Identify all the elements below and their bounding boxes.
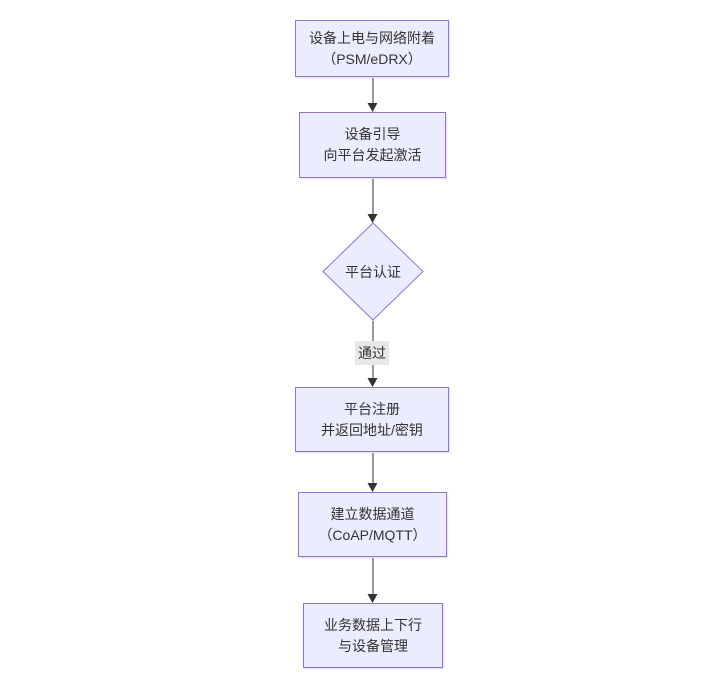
arrow-line	[372, 179, 373, 215]
arrowhead-down-icon	[367, 594, 377, 603]
arrow-line	[372, 453, 373, 484]
node-platform-register: 平台注册 并返回地址/密钥	[295, 387, 449, 452]
arrow-line	[372, 558, 373, 595]
arrowhead-down-icon	[367, 483, 377, 492]
arrowhead-down-icon	[367, 103, 377, 112]
node-label-line: （PSM/eDRX）	[322, 50, 422, 67]
node-business-data-management: 业务数据上下行 与设备管理	[303, 603, 443, 668]
node-device-power-on-attach: 设备上电与网络附着 （PSM/eDRX）	[295, 20, 449, 77]
node-data-channel: 建立数据通道 （CoAP/MQTT）	[298, 492, 447, 557]
arrow-channel-to-business	[367, 558, 378, 603]
arrowhead-down-icon	[367, 378, 377, 387]
arrow-bootstrap-to-auth	[367, 179, 378, 223]
edge-label-pass: 通过	[355, 341, 389, 365]
node-label-line: 并返回地址/密钥	[321, 421, 423, 438]
arrowhead-down-icon	[367, 214, 377, 223]
arrow-register-to-channel	[367, 453, 378, 492]
node-label-line: 建立数据通道	[330, 505, 415, 522]
diamond-shape	[322, 222, 424, 321]
node-label-line: （CoAP/MQTT）	[318, 526, 427, 543]
node-label-line: 设备上电与网络附着	[309, 29, 435, 46]
node-device-bootstrap: 设备引导 向平台发起激活	[299, 112, 446, 178]
arrow-line	[372, 78, 373, 104]
node-label-line: 设备引导	[344, 126, 401, 142]
node-label-line: 平台认证	[345, 263, 401, 280]
node-label-line: 平台注册	[344, 400, 400, 417]
arrow-power-to-bootstrap	[367, 78, 378, 112]
node-label-line: 业务数据上下行	[324, 616, 422, 633]
node-label-line: 向平台发起激活	[323, 147, 422, 163]
node-label-line: 与设备管理	[338, 637, 408, 654]
decision-platform-auth: 平台认证	[322, 222, 424, 321]
